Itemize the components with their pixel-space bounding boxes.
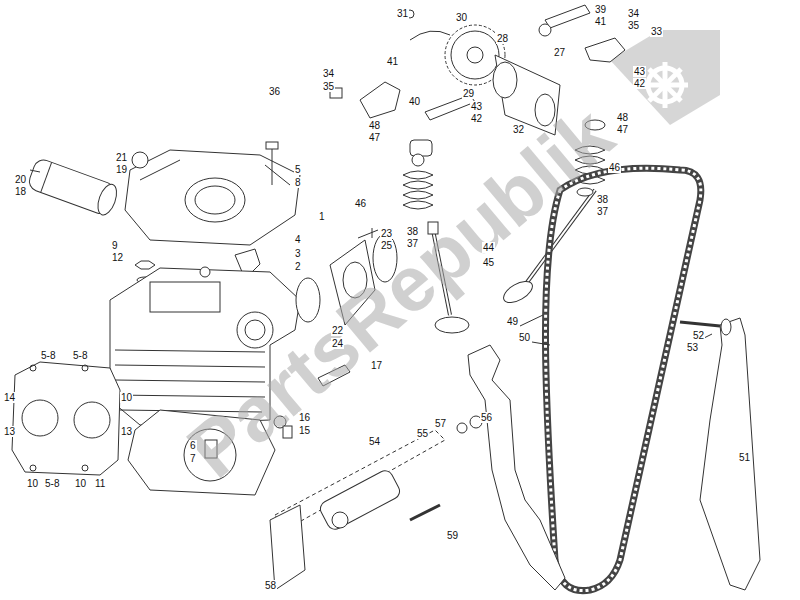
callout-number: 23 [380,228,393,239]
callout-number: 14 [3,392,16,403]
callout-number: 37 [596,206,609,217]
callout-number: 18 [14,186,27,197]
callout-number: 52 [692,330,705,341]
callout-number: 15 [298,425,311,436]
callout-number: 53 [686,342,699,353]
callout-number: 41 [594,16,607,27]
callout-number: 5-8 [44,478,60,489]
callout-number: 36 [268,86,281,97]
callout-number: 10 [26,478,39,489]
callout-number: 34 [627,8,640,19]
callout-number: 13 [120,426,133,437]
callout-number: 37 [406,238,419,249]
callout-number: 38 [406,226,419,237]
callout-number: 44 [482,242,495,253]
callout-number: 7 [189,453,197,464]
callout-number: 9 [111,240,119,251]
callout-number: 48 [616,112,629,123]
callout-number: 13 [3,426,16,437]
callout-number: 47 [616,124,629,135]
callout-number: 10 [120,392,133,403]
callout-number: 5-8 [40,350,56,361]
callout-number: 6 [189,440,197,451]
callout-number: 46 [354,198,367,209]
callout-number: 42 [470,113,483,124]
callout-number: 31 [396,8,409,19]
callout-number: 56 [480,412,493,423]
callout-number: 39 [594,4,607,15]
callout-number: 16 [298,412,311,423]
callout-number: 5-8 [72,350,88,361]
callout-number: 21 [115,152,128,163]
callout-number: 27 [553,47,566,58]
callout-number: 47 [368,132,381,143]
callout-number: 12 [111,252,124,263]
callout-number: 55 [416,428,429,439]
callout-number: 1 [318,211,326,222]
callout-number: 57 [434,418,447,429]
callout-number: 4 [294,234,302,245]
callout-number: 34 [322,68,335,79]
callout-number: 43 [470,101,483,112]
callout-number: 49 [506,316,519,327]
callout-number: 30 [455,12,468,23]
callout-number: 38 [596,194,609,205]
callout-number: 17 [370,360,383,371]
callout-number: 45 [482,257,495,268]
callout-number: 20 [14,174,27,185]
callout-number: 46 [608,162,621,173]
callout-number: 59 [446,530,459,541]
callout-number: 40 [408,96,421,107]
callout-number: 11 [94,478,106,489]
callout-number: 28 [496,33,509,44]
callout-number: 35 [322,81,335,92]
callout-number: 58 [264,580,277,591]
callout-number: 43 [633,66,646,77]
callout-number: 10 [74,478,87,489]
callout-number: 29 [462,88,475,99]
callout-number: 35 [627,20,640,31]
callout-number: 54 [368,436,381,447]
callout-number: 32 [512,124,525,135]
callout-number: 5 [294,164,302,175]
callout-number: 41 [386,56,399,67]
callout-number: 33 [650,26,663,37]
callout-number: 8 [294,177,302,188]
callout-number: 19 [115,164,128,175]
callout-number: 24 [331,338,344,349]
callout-number: 48 [368,120,381,131]
callout-number: 3 [294,248,302,259]
callout-number: 22 [331,325,344,336]
callout-number: 51 [738,452,751,463]
callout-number: 42 [633,78,646,89]
callout-number: 2 [294,261,302,272]
callout-number: 50 [518,332,531,343]
callout-number: 25 [380,240,393,251]
